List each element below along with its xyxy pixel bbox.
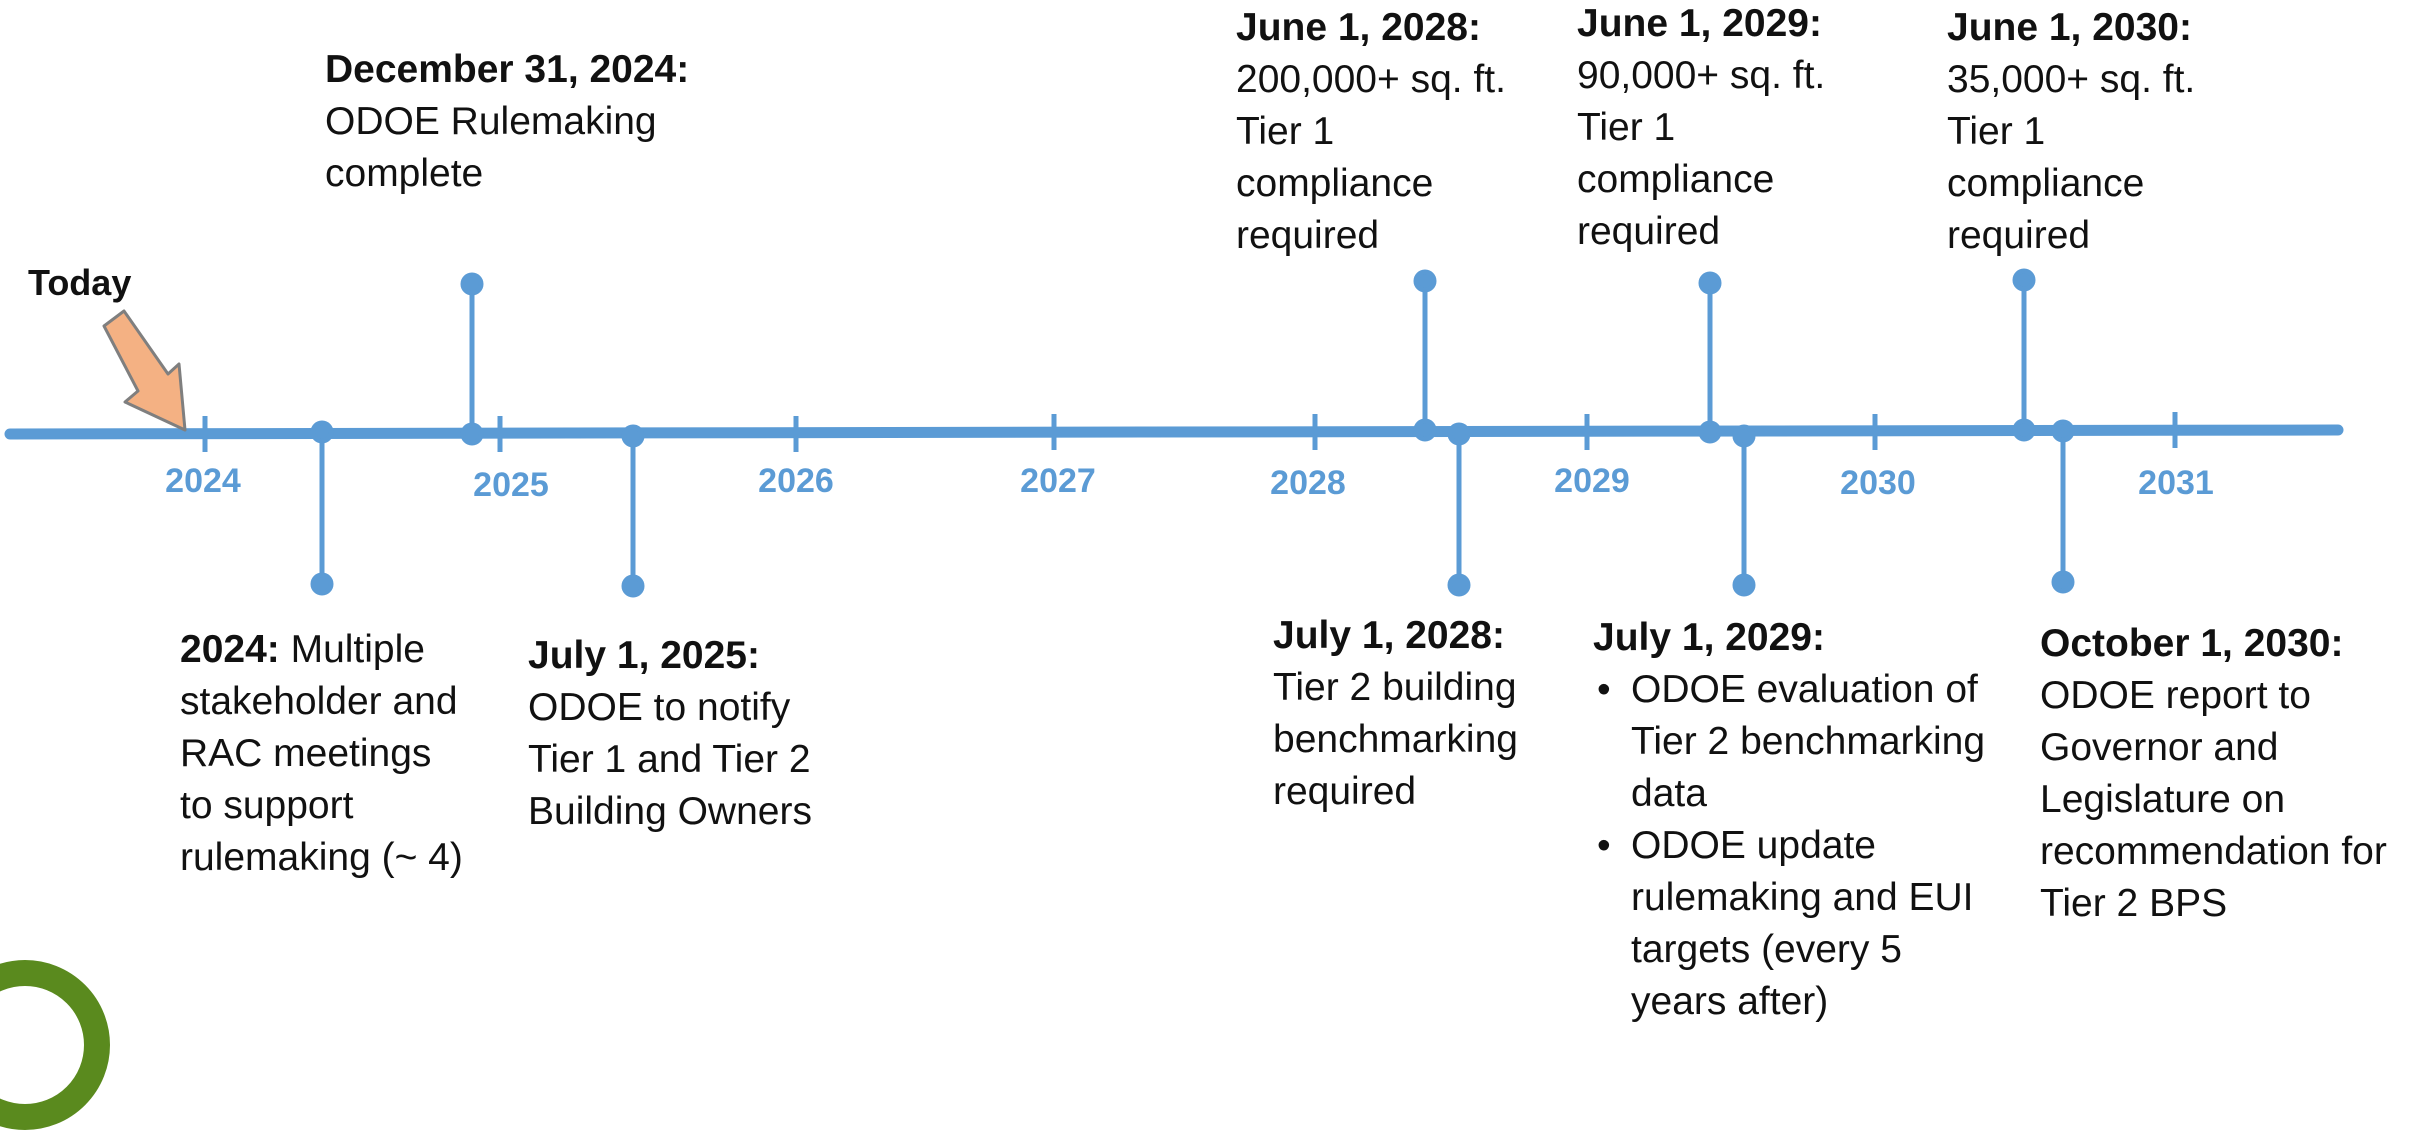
event-line: rulemaking and EUI [1631, 876, 1974, 919]
event-line: Tier 1 [1236, 110, 1335, 153]
stem-dot-jul2028-base [1447, 422, 1471, 446]
event-line: Tier 2 BPS [2040, 882, 2228, 925]
event-date: June 1, 2029: [1577, 2, 1822, 45]
event-line: ODOE report to [2040, 674, 2311, 717]
stem-dot-y2024-bottom [310, 572, 334, 596]
event-bullet-list: ODOE evaluation of Tier 2 benchmarking d… [1593, 664, 1985, 1028]
stem-dot-jul2028-bottom [1447, 573, 1471, 597]
event-line: Governor and [2040, 726, 2279, 769]
year-label-2025: 2025 [473, 466, 549, 504]
year-label-2031: 2031 [2138, 464, 2214, 502]
event-line: Legislature on [2040, 778, 2286, 821]
stem-dot-jun2028-top [1413, 269, 1437, 293]
event-dec2024: December 31, 2024: ODOE Rulemaking compl… [325, 44, 689, 200]
year-label-2030: 2030 [1840, 464, 1916, 502]
event-line: ODOE update [1631, 824, 1876, 867]
year-label-2026: 2026 [758, 462, 834, 500]
event-line: Tier 2 benchmarking [1631, 720, 1986, 763]
stem-dot-dec2024-base [460, 422, 484, 446]
event-stems-up [460, 268, 2036, 446]
year-label-2028: 2028 [1270, 464, 1346, 502]
event-date: July 1, 2025: [528, 634, 760, 677]
event-line: benchmarking [1273, 718, 1518, 761]
stem-dot-jul2029-bottom [1732, 573, 1756, 597]
event-line: ODOE Rulemaking [325, 100, 657, 143]
event-bullet: ODOE evaluation of Tier 2 benchmarking d… [1597, 664, 1986, 820]
event-line: required [1273, 770, 1417, 813]
event-line: Tier 2 building [1273, 666, 1517, 709]
event-line: rulemaking (~ 4) [180, 836, 463, 879]
timeline-axis [4, 424, 2344, 440]
event-jun2028: June 1, 2028: 200,000+ sq. ft. Tier 1 co… [1236, 2, 1506, 262]
event-jul2029: July 1, 2029: ODOE evaluation of Tier 2 … [1593, 612, 1985, 1028]
event-line: Building Owners [528, 790, 812, 833]
event-line: ODOE evaluation of [1631, 668, 1978, 711]
stem-dot-jun2030-top [2012, 268, 2036, 292]
year-label-2029: 2029 [1554, 462, 1630, 500]
event-line: RAC meetings [180, 732, 432, 775]
event-line: targets (every 5 [1631, 928, 1902, 971]
event-y2024: 2024: Multiple stakeholder and RAC meeti… [180, 624, 463, 884]
event-date: 2024: [180, 628, 280, 671]
event-line: Tier 1 and Tier 2 [528, 738, 811, 781]
event-line: 90,000+ sq. ft. [1577, 54, 1826, 97]
today-label: Today [28, 262, 132, 303]
event-line: 35,000+ sq. ft. [1947, 58, 2196, 101]
event-first-line: 2024: Multiple [180, 624, 463, 676]
event-line: complete [325, 152, 484, 195]
timeline-graphic: 2024 2025 2026 2027 2028 2029 2030 2031 [4, 268, 2344, 598]
event-line: 200,000+ sq. ft. [1236, 58, 1506, 101]
event-line: required [1947, 214, 2091, 257]
event-jun2030: June 1, 2030: 35,000+ sq. ft. Tier 1 com… [1947, 2, 2195, 262]
event-line: required [1577, 210, 1721, 253]
event-line: compliance [1947, 162, 2145, 205]
year-label-2027: 2027 [1020, 462, 1096, 500]
event-date: December 31, 2024: [325, 48, 690, 91]
stem-dot-jun2028-base [1413, 418, 1437, 442]
stem-dot-jul2029-base [1732, 424, 1756, 448]
event-jul2028: July 1, 2028: Tier 2 building benchmarki… [1273, 610, 1518, 818]
stem-dot-jul2025-bottom [621, 574, 645, 598]
event-line: years after) [1631, 980, 1829, 1023]
event-oct2030: October 1, 2030: ODOE report to Governor… [2040, 618, 2387, 930]
stem-dot-oct2030-bottom [2051, 570, 2075, 594]
event-line: stakeholder and [180, 680, 458, 723]
today-arrow-icon [102, 309, 187, 432]
event-date: June 1, 2030: [1947, 6, 2192, 49]
year-ticks [202, 412, 2178, 452]
event-line: ODOE to notify [528, 686, 791, 729]
year-label-2024: 2024 [165, 462, 241, 500]
event-stems-down [310, 419, 2075, 598]
stem-dot-y2024-base [310, 420, 334, 444]
event-line: recommendation for [2040, 830, 2387, 873]
event-line: required [1236, 214, 1380, 257]
stem-dot-oct2030-base [2051, 419, 2075, 443]
event-line: compliance [1236, 162, 1434, 205]
event-date: October 1, 2030: [2040, 622, 2344, 665]
event-line: Multiple [279, 628, 425, 671]
event-line: Tier 1 [1577, 106, 1676, 149]
event-date: June 1, 2028: [1236, 6, 1481, 49]
event-line: data [1631, 772, 1707, 815]
event-bullet: ODOE update rulemaking and EUI targets (… [1597, 820, 1985, 1028]
event-date: July 1, 2028: [1273, 614, 1505, 657]
event-line: compliance [1577, 158, 1775, 201]
event-date: July 1, 2029: [1593, 616, 1825, 659]
event-jun2029: June 1, 2029: 90,000+ sq. ft. Tier 1 com… [1577, 0, 1825, 258]
stem-dot-jun2030-base [2012, 418, 2036, 442]
year-labels: 2024 2025 2026 2027 2028 2029 2030 2031 [165, 462, 2214, 504]
stem-dot-dec2024-top [460, 272, 484, 296]
stem-dot-jun2029-base [1698, 420, 1722, 444]
stem-dot-jul2025-base [621, 424, 645, 448]
stem-dot-jun2029-top [1698, 271, 1722, 295]
event-line: to support [180, 784, 354, 827]
event-line: Tier 1 [1947, 110, 2046, 153]
event-jul2025: July 1, 2025: ODOE to notify Tier 1 and … [528, 630, 812, 838]
